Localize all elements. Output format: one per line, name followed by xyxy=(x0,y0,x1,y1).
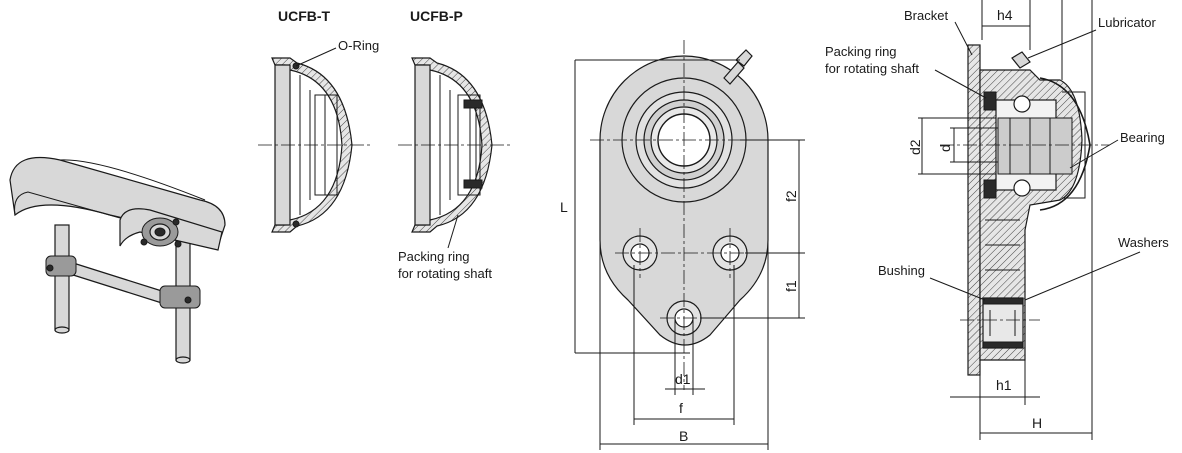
bushing-label: Bushing xyxy=(878,263,925,278)
packing-ring-p-label-1: Packing ring xyxy=(398,249,470,264)
left-post xyxy=(54,224,70,331)
ucfb-p-section-view: UCFB-P Packing ring for rotating shaft xyxy=(398,8,512,281)
dim-h4: h4 xyxy=(997,7,1013,23)
o-ring-label: O-Ring xyxy=(338,38,379,53)
ucfb-t-title: UCFB-T xyxy=(278,8,331,24)
dim-f1: f1 xyxy=(783,280,799,292)
right-clamp xyxy=(159,285,201,309)
ucfb-p-title: UCFB-P xyxy=(410,8,463,24)
lubricator-nipple xyxy=(723,61,745,85)
isometric-assembly-illustration xyxy=(9,156,226,364)
bushing-section xyxy=(982,297,1024,349)
dim-L: L xyxy=(560,199,568,215)
packing-ring-side-label-1: Packing ring xyxy=(825,44,897,59)
bracket-label: Bracket xyxy=(904,8,948,23)
packing-ring-top xyxy=(463,99,483,109)
packing-ring-p-label-2: for rotating shaft xyxy=(398,266,492,281)
flange-front-view: L f2 f1 d1 f B xyxy=(560,40,805,450)
dim-d1: d1 xyxy=(675,371,691,387)
o-ring-bottom xyxy=(292,220,300,228)
dim-f2: f2 xyxy=(783,190,799,202)
packing-ring-bottom xyxy=(463,179,483,189)
packing-ring-side-bottom xyxy=(983,179,997,199)
dim-h1: h1 xyxy=(996,377,1012,393)
ucfb-t-section-view: UCFB-T O-Ring xyxy=(258,8,379,233)
dim-d: d xyxy=(937,144,953,152)
dim-d2: d2 xyxy=(907,139,923,155)
dim-H: H xyxy=(1032,415,1042,431)
side-section-view: Bracket Lubricator Packing ring for rota… xyxy=(825,0,1169,440)
lubricator-label: Lubricator xyxy=(1098,15,1156,30)
dim-f: f xyxy=(679,400,683,416)
bracket-plate xyxy=(967,44,981,376)
washers-label: Washers xyxy=(1118,235,1169,250)
lubricator-side xyxy=(1011,51,1031,69)
bearing-label: Bearing xyxy=(1120,130,1165,145)
cross-bar xyxy=(69,261,166,305)
dim-B: B xyxy=(679,428,688,444)
packing-ring-side-label-2: for rotating shaft xyxy=(825,61,919,76)
left-clamp xyxy=(45,255,77,277)
packing-ring-side-top xyxy=(983,91,997,111)
